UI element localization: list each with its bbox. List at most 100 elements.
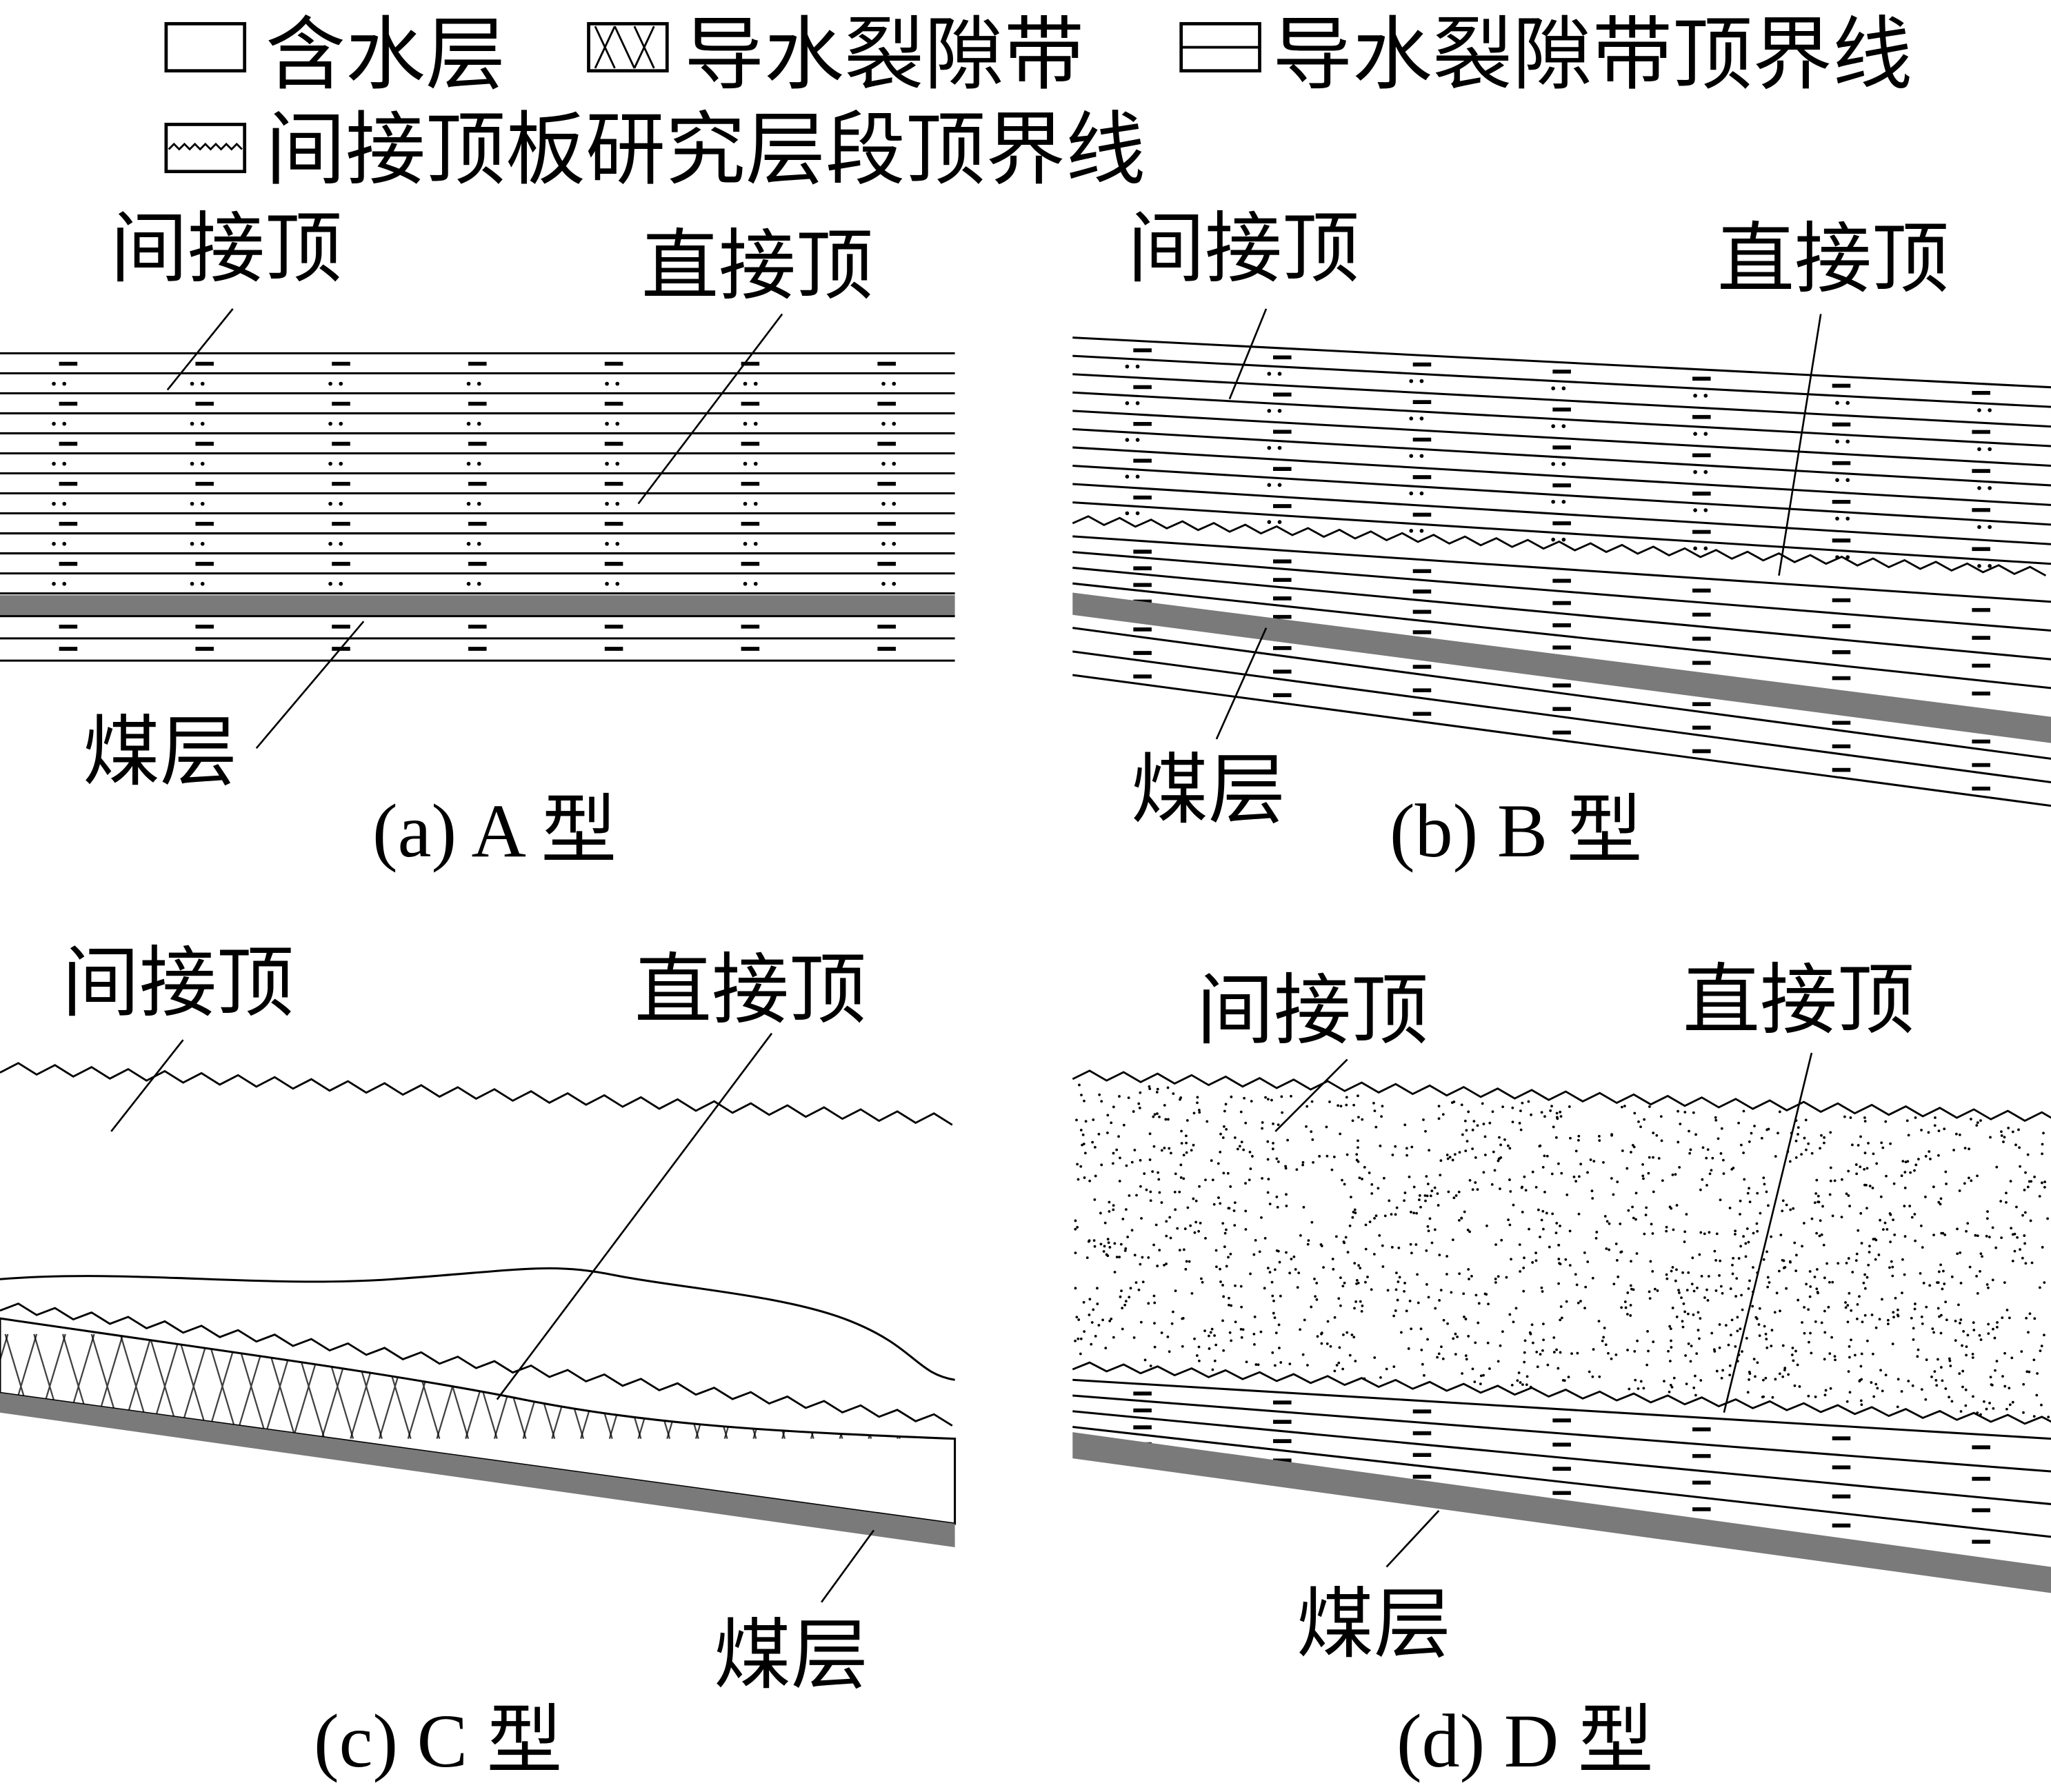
- panel-d-stipple-dot: [1824, 1389, 1828, 1392]
- panel-b-stratum-line: [1072, 354, 2051, 408]
- panel-d-stipple-dot: [1660, 1139, 1663, 1142]
- panel-b-indirect-label: 间接顶: [1128, 204, 1359, 294]
- panel-d-stipple-dot: [1912, 1327, 1915, 1330]
- panel-d-stipple-dot: [1441, 1113, 1445, 1116]
- panel-d-stipple-dot: [1889, 1240, 1892, 1244]
- panel-d-stipple-dot: [1930, 1376, 1933, 1378]
- panel-d-stipple-dot: [1871, 1352, 1874, 1356]
- panel-d-stipple-dot: [1972, 1321, 1975, 1325]
- panel-d-stipple-dot: [1648, 1105, 1651, 1108]
- panel-d-stipple-dot: [1881, 1389, 1884, 1393]
- panel-d-stipple-dot: [1777, 1131, 1779, 1135]
- panel-a-sandstone-mark: [743, 421, 748, 426]
- panel-d-stipple-dot: [1248, 1150, 1252, 1154]
- panel-d-stipple-dot: [1234, 1320, 1237, 1324]
- panel-d-stipple-dot: [1508, 1223, 1512, 1227]
- panel-d-stipple-dot: [1511, 1106, 1514, 1109]
- panel-d-stipple-dot: [1792, 1359, 1795, 1362]
- panel-d-stipple-dot: [1130, 1229, 1134, 1232]
- panel-d-stipple-dot: [1141, 1280, 1145, 1284]
- panel-d-stipple-dot: [1080, 1094, 1083, 1097]
- panel-a-sandstone-mark: [892, 381, 897, 386]
- panel-d-stipple-dot: [1804, 1118, 1808, 1122]
- panel-d-stipple-dot: [1510, 1258, 1512, 1261]
- panel-d-stipple-dot: [1335, 1364, 1339, 1367]
- panel-d-stipple-dot: [1339, 1132, 1342, 1136]
- panel-b-caption: (b) B 型: [1390, 789, 1643, 873]
- panel-d-stipple-dot: [1355, 1153, 1359, 1156]
- panel-d-stipple-dot: [1271, 1147, 1274, 1151]
- panel-d-stipple-dot: [1153, 1301, 1157, 1305]
- panel-d-stipple-dot: [1783, 1367, 1787, 1370]
- panel-d-stipple-dot: [1913, 1307, 1917, 1311]
- panel-d-stipple-dot: [1316, 1335, 1319, 1338]
- panel-d-stipple-dot: [1437, 1117, 1441, 1120]
- legend-fracture-zone-label: 导水裂隙带: [684, 8, 1084, 101]
- panel-d-stipple-dot: [1620, 1306, 1623, 1309]
- panel-d-stipple-dot: [2019, 1165, 2021, 1168]
- panel-d-stipple-dot: [1452, 1337, 1455, 1340]
- panel-d-stipple-dot: [1850, 1143, 1854, 1147]
- panel-a-sandstone-mark: [605, 381, 609, 386]
- panel-a-coal-seam: [0, 595, 955, 616]
- panel-d-stipple-dot: [1511, 1120, 1514, 1124]
- panel-d-stipple-dot: [1222, 1295, 1225, 1298]
- panel-d-stipple-dot: [1731, 1272, 1734, 1276]
- panel-d-stipple-dot: [1911, 1384, 1914, 1387]
- panel-a-sandstone-mark: [339, 461, 343, 466]
- panel-c-caption: (c) C 型: [314, 1699, 563, 1783]
- panel-d-stipple-dot: [1253, 1342, 1256, 1346]
- panel-a-coal-label: 煤层: [83, 707, 237, 797]
- panel-d-stipple-dot: [1964, 1404, 1968, 1407]
- panel-d-stipple-dot: [1837, 1262, 1840, 1265]
- panel-d-stipple-dot: [1705, 1184, 1708, 1187]
- panel-d-stipple-dot: [1315, 1282, 1319, 1285]
- panel-d-stipple-dot: [1623, 1300, 1627, 1303]
- panel-d-stipple-dot: [1229, 1252, 1232, 1256]
- panel-d-stipple-dot: [1583, 1251, 1586, 1254]
- panel-d-stipple-dot: [1239, 1110, 1243, 1114]
- panel-d-stipple-dot: [1240, 1140, 1243, 1144]
- panel-d-stipple-dot: [1463, 1315, 1465, 1318]
- panel-d-stipple-dot: [1087, 1240, 1090, 1243]
- panel-d-stipple-dot: [1763, 1325, 1766, 1328]
- panel-d-stipple-dot: [1520, 1186, 1523, 1189]
- panel-d-stipple-dot: [1745, 1227, 1749, 1230]
- panel-c-hatch-mark: [810, 1333, 843, 1439]
- panel-d-stipple-dot: [1815, 1231, 1819, 1235]
- panel-d-stipple-dot: [1944, 1387, 1948, 1390]
- panel-d-stipple-dot: [1813, 1201, 1817, 1205]
- panel-d-stipple-dot: [2013, 1249, 2017, 1253]
- panel-d-stipple-dot: [1559, 1115, 1563, 1118]
- panel-d-stipple-dot: [1697, 1311, 1700, 1314]
- panel-d-stipple-dot: [1127, 1096, 1130, 1100]
- panel-d-stipple-dot: [1225, 1228, 1228, 1231]
- panel-d-stipple-dot: [1372, 1253, 1376, 1256]
- panel-d-stipple-dot: [1705, 1156, 1708, 1160]
- panel-d-stipple-dot: [2023, 1234, 2026, 1237]
- panel-d-stipple-dot: [2023, 1211, 2027, 1214]
- panel-d-stipple-dot: [1428, 1149, 1431, 1152]
- panel-d-stipple-dot: [1937, 1154, 1940, 1157]
- panel-d-stipple-dot: [1797, 1126, 1800, 1129]
- panel-d-direct-label: 直接顶: [1683, 956, 1914, 1045]
- legend-fracture-zone-symbol: [587, 22, 669, 73]
- panel-d-stipple-dot: [1985, 1217, 1989, 1220]
- panel-d-stipple-dot: [1714, 1259, 1717, 1262]
- panel-d-stipple-dot: [1734, 1295, 1737, 1298]
- panel-d-stipple-dot: [1120, 1289, 1123, 1293]
- panel-d-stipple-dot: [1194, 1220, 1198, 1224]
- panel-d-stipple-dot: [1076, 1226, 1079, 1229]
- panel-d-stipple-dot: [1828, 1280, 1831, 1284]
- panel-d-stipple-dot: [1859, 1165, 1862, 1169]
- panel-d-stipple-dot: [1394, 1213, 1397, 1216]
- panel-d-stipple-dot: [1542, 1322, 1545, 1325]
- panel-d-stipple-dot: [1727, 1343, 1730, 1347]
- panel-d-stipple-dot: [1829, 1179, 1832, 1182]
- panel-a-sandstone-mark: [477, 461, 481, 466]
- panel-d-stipple-dot: [2046, 1217, 2049, 1220]
- panel-a-indirect-label: 间接顶: [110, 204, 342, 294]
- panel-d-stipple-dot: [1809, 1331, 1812, 1335]
- panel-b-sandstone-mark: [1135, 511, 1140, 516]
- panel-a-sandstone-mark: [605, 421, 609, 426]
